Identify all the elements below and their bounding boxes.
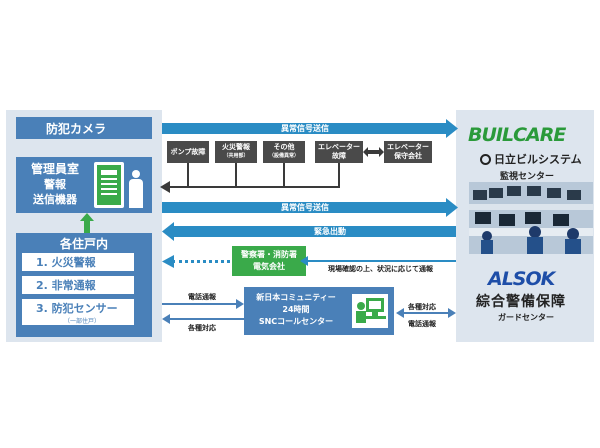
other-equipment-line1: その他 — [273, 143, 295, 151]
fire-alarm-common-box: 火災警報 （共用部） — [215, 141, 257, 163]
arrow-head-right-icon — [446, 119, 458, 138]
snc-line1: 新日本コミュニティー — [256, 293, 336, 302]
elevator-company-line2: 保守会社 — [394, 152, 422, 160]
police-fire-line2: 電気会社 — [253, 262, 285, 271]
security-camera-label: 防犯カメラ — [46, 121, 107, 136]
response-right-label: 各種対応 — [408, 303, 436, 311]
site-check-line — [306, 260, 456, 262]
other-equipment-line2: （設備異常） — [268, 153, 299, 159]
double-arrow-icon — [363, 147, 384, 157]
abnormal-signal-arrow-2 — [162, 202, 448, 213]
police-fire-line1: 警察署・消防署 — [241, 250, 297, 259]
abnormal-signal-label-2: 異常信号送信 — [281, 203, 329, 212]
monitor-center-photo — [469, 182, 593, 254]
response-left-label: 各種対応 — [188, 324, 216, 332]
call-center-operator-icon — [352, 294, 388, 328]
resident-item-label: 1. 火災警報 — [36, 256, 96, 269]
hitachi-logo-icon — [480, 153, 491, 165]
hitachi-name-row: 日立ビルシステム — [480, 151, 582, 167]
phone-report-right-label: 電話通報 — [408, 320, 436, 328]
resident-item-fire: 1. 火災警報 — [22, 253, 134, 271]
alarm-device-icon — [94, 162, 124, 208]
builcare-logo: BUILCARE — [468, 124, 566, 146]
pump-fault-label: ポンプ故障 — [170, 147, 206, 156]
phone-report-left-label: 電話通報 — [188, 293, 216, 301]
arrow-head-left-icon — [300, 256, 308, 266]
emergency-dispatch-arrow — [172, 226, 456, 237]
manager-room-line1: 管理員室 — [30, 162, 79, 176]
snc-center-text: 新日本コミュニティー 24時間 SNCコールセンター — [244, 292, 348, 328]
resident-item-label: 2. 非常通報 — [36, 279, 96, 292]
manager-room-line3: 送信機器 — [33, 193, 77, 206]
resident-item-security: 3. 防犯センサー （一部住戸） — [22, 299, 134, 325]
elevator-company-line1: エレベーター — [387, 143, 429, 151]
site-check-label: 現場確認の上、状況に応じて通報 — [328, 265, 433, 273]
person-icon — [126, 170, 146, 208]
elevator-fault-line2: 故障 — [332, 152, 346, 160]
abnormal-signal-arrow-1 — [162, 123, 448, 134]
security-camera-box: 防犯カメラ — [16, 117, 152, 139]
up-arrow-icon — [80, 213, 94, 233]
fire-alarm-line2: （共用部） — [223, 153, 249, 159]
arrow-head-left-icon — [162, 255, 174, 268]
abnormal-signal-label-1: 異常信号送信 — [281, 124, 329, 133]
arrow-head-right-icon — [446, 198, 458, 217]
arrow-head-right-icon — [236, 299, 244, 309]
resident-item-emergency: 2. 非常通報 — [22, 276, 134, 294]
monitor-center-label: 監視センター — [500, 172, 555, 182]
resident-item-label: 3. 防犯センサー — [36, 301, 118, 315]
arrow-head-left-icon — [162, 222, 174, 241]
fault-connector-horizontal — [168, 186, 340, 188]
alsok-logo: ALSOK — [488, 268, 555, 290]
elevator-company-box: エレベーター 保守会社 — [384, 141, 432, 163]
emergency-dispatch-label: 緊急出動 — [314, 227, 346, 236]
response-right-arrow — [402, 312, 450, 314]
arrow-head-left-dark-icon — [160, 181, 170, 193]
fire-alarm-line1: 火災警報 — [222, 143, 250, 151]
police-fire-box: 警察署・消防署 電気会社 — [232, 246, 306, 276]
fault-connector-pump — [187, 163, 189, 188]
arrow-head-right-icon — [448, 308, 456, 318]
manager-room-line2: 警報 — [44, 178, 66, 191]
phone-report-left-arrow — [162, 303, 238, 305]
snc-line2: 24時間 — [282, 305, 310, 314]
elevator-fault-line1: エレベーター — [318, 143, 360, 151]
photo-illustration — [469, 182, 593, 254]
pump-fault-box: ポンプ故障 — [167, 141, 209, 163]
hitachi-name: 日立ビルシステム — [494, 153, 582, 166]
fault-connector-other — [283, 163, 285, 188]
arrow-head-left-icon — [162, 314, 170, 324]
elevator-fault-box: エレベーター 故障 — [315, 141, 363, 163]
police-dotted-arrow — [172, 260, 230, 263]
fault-connector-elevator — [338, 163, 340, 188]
response-left-arrow — [168, 318, 244, 320]
guard-center-label: ガードセンター — [498, 313, 554, 322]
manager-room-text: 管理員室 警報 送信機器 — [20, 162, 90, 207]
alsok-company-name: 綜合警備保障 — [476, 294, 566, 310]
fault-connector-fire — [235, 163, 237, 188]
arrow-head-left-icon — [396, 308, 404, 318]
snc-line3: SNCコールセンター — [258, 317, 334, 326]
residents-title: 各住戸内 — [59, 237, 108, 251]
other-equipment-box: その他 （設備異常） — [263, 141, 305, 163]
resident-item-note: （一部住戸） — [64, 317, 101, 325]
